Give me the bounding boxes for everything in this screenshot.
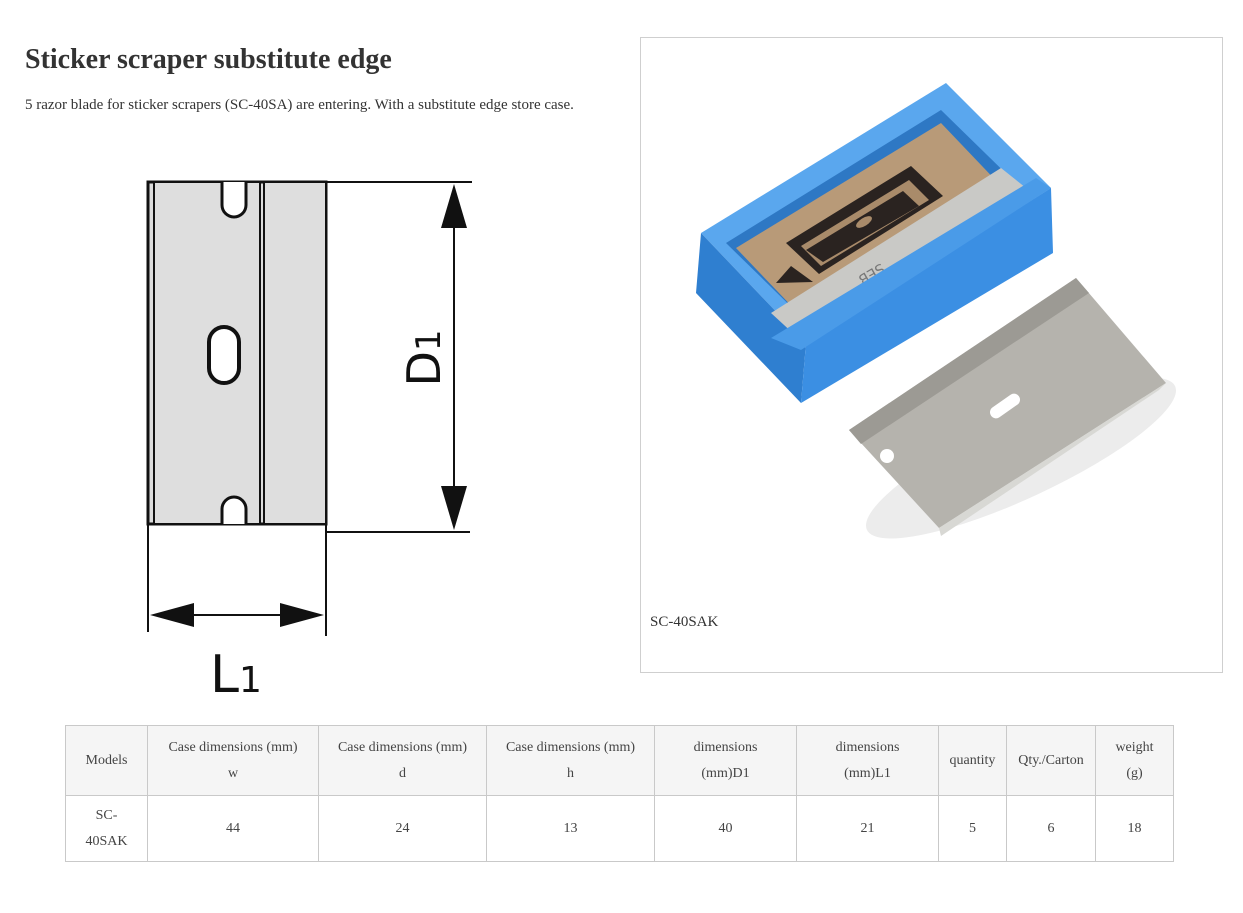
blade-spine [263, 181, 327, 525]
product-photo-frame: SEB SC-40SAK [640, 37, 1223, 673]
l1-arrow-right [280, 603, 324, 627]
cell-model: SC-40SAK [65, 795, 148, 862]
l1-arrow-left [150, 603, 194, 627]
stored-blade [771, 168, 1026, 336]
table-header-row: Models Case dimensions (mm)w Case dimens… [65, 725, 1174, 796]
cell-d: 24 [318, 795, 487, 862]
cell-weight: 18 [1095, 795, 1174, 862]
col-weight: weight(g) [1095, 725, 1174, 796]
photo-caption: SC-40SAK [650, 614, 719, 630]
center-slot [207, 325, 241, 385]
product-description: 5 razor blade for sticker scrapers (SC-4… [25, 97, 574, 113]
cell-l1: 21 [796, 795, 939, 862]
blade-dimension-drawing: D1 L1 [146, 180, 472, 700]
col-l1: dimensions(mm)L1 [796, 725, 939, 796]
blade-slot [989, 393, 1021, 419]
col-models: Models [65, 725, 148, 796]
col-quantity: quantity [938, 725, 1007, 796]
cell-qty-carton: 6 [1006, 795, 1096, 862]
d1-arrow-top [441, 184, 467, 228]
col-case-d: Case dimensions (mm)d [318, 725, 487, 796]
col-qty-carton: Qty./Carton [1006, 725, 1096, 796]
col-case-w: Case dimensions (mm)w [147, 725, 319, 796]
col-case-h: Case dimensions (mm)h [486, 725, 655, 796]
cell-h: 13 [486, 795, 655, 862]
l1-label: L1 [210, 645, 262, 700]
case-left-face [696, 233, 806, 403]
bottom-notch [220, 495, 248, 524]
cell-d1: 40 [654, 795, 797, 862]
product-photo: SEB [696, 83, 1176, 539]
case-front-face [801, 188, 1053, 403]
table-row: SC-40SAK 44 24 13 40 21 5 6 18 [65, 795, 1174, 862]
page-title: Sticker scraper substitute edge [25, 44, 392, 75]
cell-w: 44 [147, 795, 319, 862]
d1-arrow-bottom [441, 486, 467, 530]
top-notch [220, 182, 248, 219]
arrow-print [776, 266, 813, 283]
col-d1: dimensions(mm)D1 [654, 725, 797, 796]
d1-label: D1 [397, 329, 451, 386]
cell-quantity: 5 [938, 795, 1007, 862]
spec-table: Models Case dimensions (mm)w Case dimens… [65, 725, 1174, 862]
